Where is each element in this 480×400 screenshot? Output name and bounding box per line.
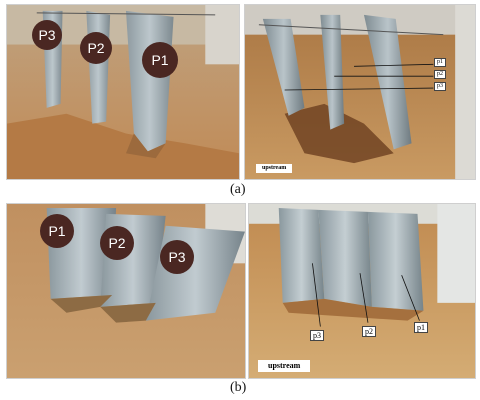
marker-a-left-p2: P2 <box>80 32 112 64</box>
marker-b-left-p1: P1 <box>40 214 74 248</box>
photo-b-right <box>248 203 476 379</box>
label-a-right-p2: p2 <box>434 70 446 79</box>
label-a-right-p1: p1 <box>434 58 446 67</box>
marker-b-left-p3: P3 <box>160 240 194 274</box>
photo-b-right-image <box>249 204 475 378</box>
label-b-right-p2: p2 <box>362 326 376 337</box>
photo-a-right <box>244 4 476 180</box>
upstream-label-a: upstream <box>256 164 293 173</box>
marker-a-left-p3: P3 <box>32 20 62 50</box>
marker-a-left-p1: P1 <box>142 42 178 78</box>
caption-a: (a) <box>230 182 246 197</box>
upstream-label-b: upstream <box>258 360 311 372</box>
caption-b: (b) <box>230 380 247 395</box>
label-b-right-p3: p3 <box>310 330 324 341</box>
photo-a-right-image <box>245 5 475 179</box>
marker-b-left-p2: P2 <box>100 226 134 260</box>
label-b-right-p1: p1 <box>414 322 428 333</box>
label-a-right-p3: p3 <box>434 82 446 91</box>
